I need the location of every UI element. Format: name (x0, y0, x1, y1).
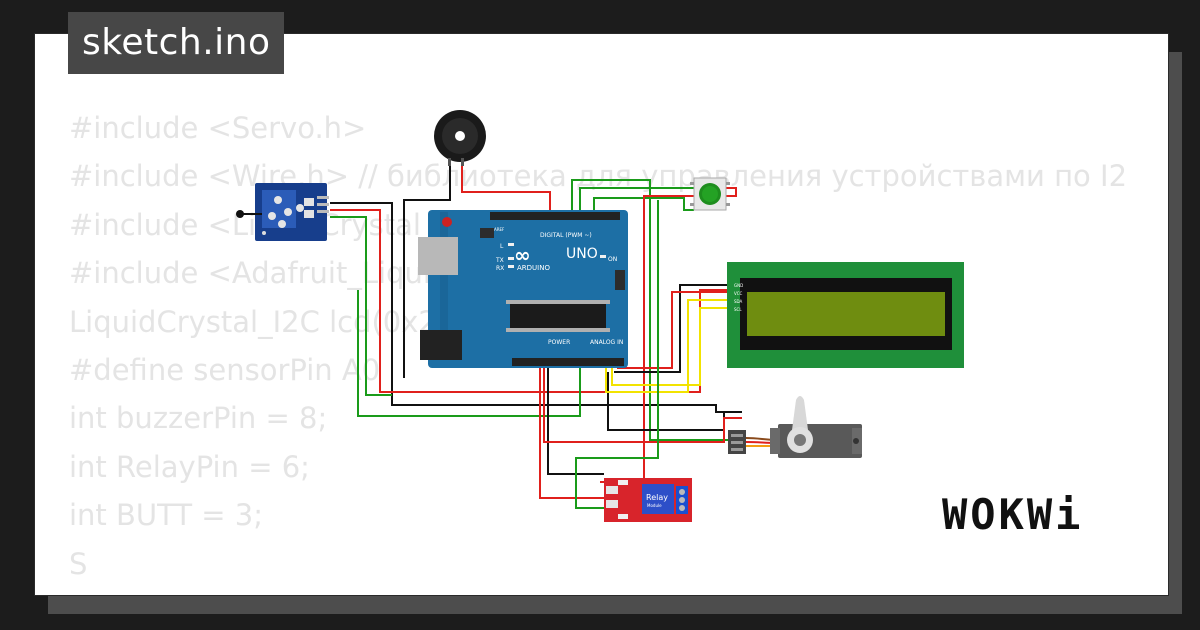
wire-gnd-black-2 (607, 372, 742, 431)
wire-relay-green (575, 200, 659, 509)
lcd-pin-sda: SDA (734, 299, 743, 304)
wire-button-green-1 (571, 179, 742, 441)
push-button (690, 177, 730, 211)
led-rx-label: RX (496, 265, 504, 272)
wire-buzzer-red (461, 163, 551, 212)
lcd-pin-vcc: VCC (734, 291, 743, 296)
code-line: int RelayPin = 6; (69, 449, 310, 484)
lcd-display: GND VCC SDA SCL (727, 262, 964, 368)
code-line: #include <Servo.h> (69, 111, 367, 145)
wire-vcc-red-2 (543, 356, 742, 443)
arduino-uno-board: DIGITAL (PWM ~) AREF ∞ UNO ARDUINO L TX … (418, 210, 628, 368)
digital-header-label: DIGITAL (PWM ~) (540, 232, 592, 239)
code-line: #define sensorPin A0 (69, 353, 381, 388)
relay-title: Relay (646, 493, 668, 502)
wire-vcc-lcd (617, 291, 734, 369)
relay-subtitle: Module (647, 503, 662, 508)
wire-button-green-2 (579, 187, 694, 212)
lcd-pin-scl: SCL (734, 307, 742, 312)
board-model-label: UNO (566, 246, 598, 262)
wire-buzzer-black (403, 163, 451, 378)
lcd-pin-gnd: GND (734, 283, 743, 288)
wire-gnd-black (547, 356, 604, 475)
buzzer (434, 110, 486, 166)
wire-button-green-3 (593, 197, 694, 212)
code-line: int buzzerPin = 8; (69, 401, 328, 436)
led-on-label: ON (608, 256, 617, 263)
wokwi-logo: WOKWi (942, 490, 1084, 539)
servo-motor (728, 396, 862, 458)
sensor-module (236, 183, 329, 241)
wire-sensor-black (330, 202, 740, 413)
wire-green-bottom (357, 290, 581, 417)
wire-sensor-green (330, 216, 392, 396)
led-tx-label: TX (495, 257, 504, 264)
board-logo-symbol: ∞ (514, 243, 531, 267)
wire-scl-yellow (611, 307, 734, 386)
led-l-label: L (500, 243, 504, 250)
code-line: S (69, 546, 88, 581)
analog-header-label: ANALOG IN (590, 339, 623, 346)
code-line: int BUTT = 3; (69, 498, 264, 533)
wire-gnd-lcd (614, 284, 734, 373)
file-tab[interactable]: sketch.ino (68, 12, 285, 74)
power-header-label: POWER (548, 339, 570, 346)
board-brand-label: ARDUINO (517, 264, 550, 272)
wire-sda-yellow (605, 299, 734, 393)
wire-vcc-red (539, 356, 604, 499)
aref-label: AREF (494, 227, 505, 232)
relay-module: Relay Module (604, 478, 692, 522)
